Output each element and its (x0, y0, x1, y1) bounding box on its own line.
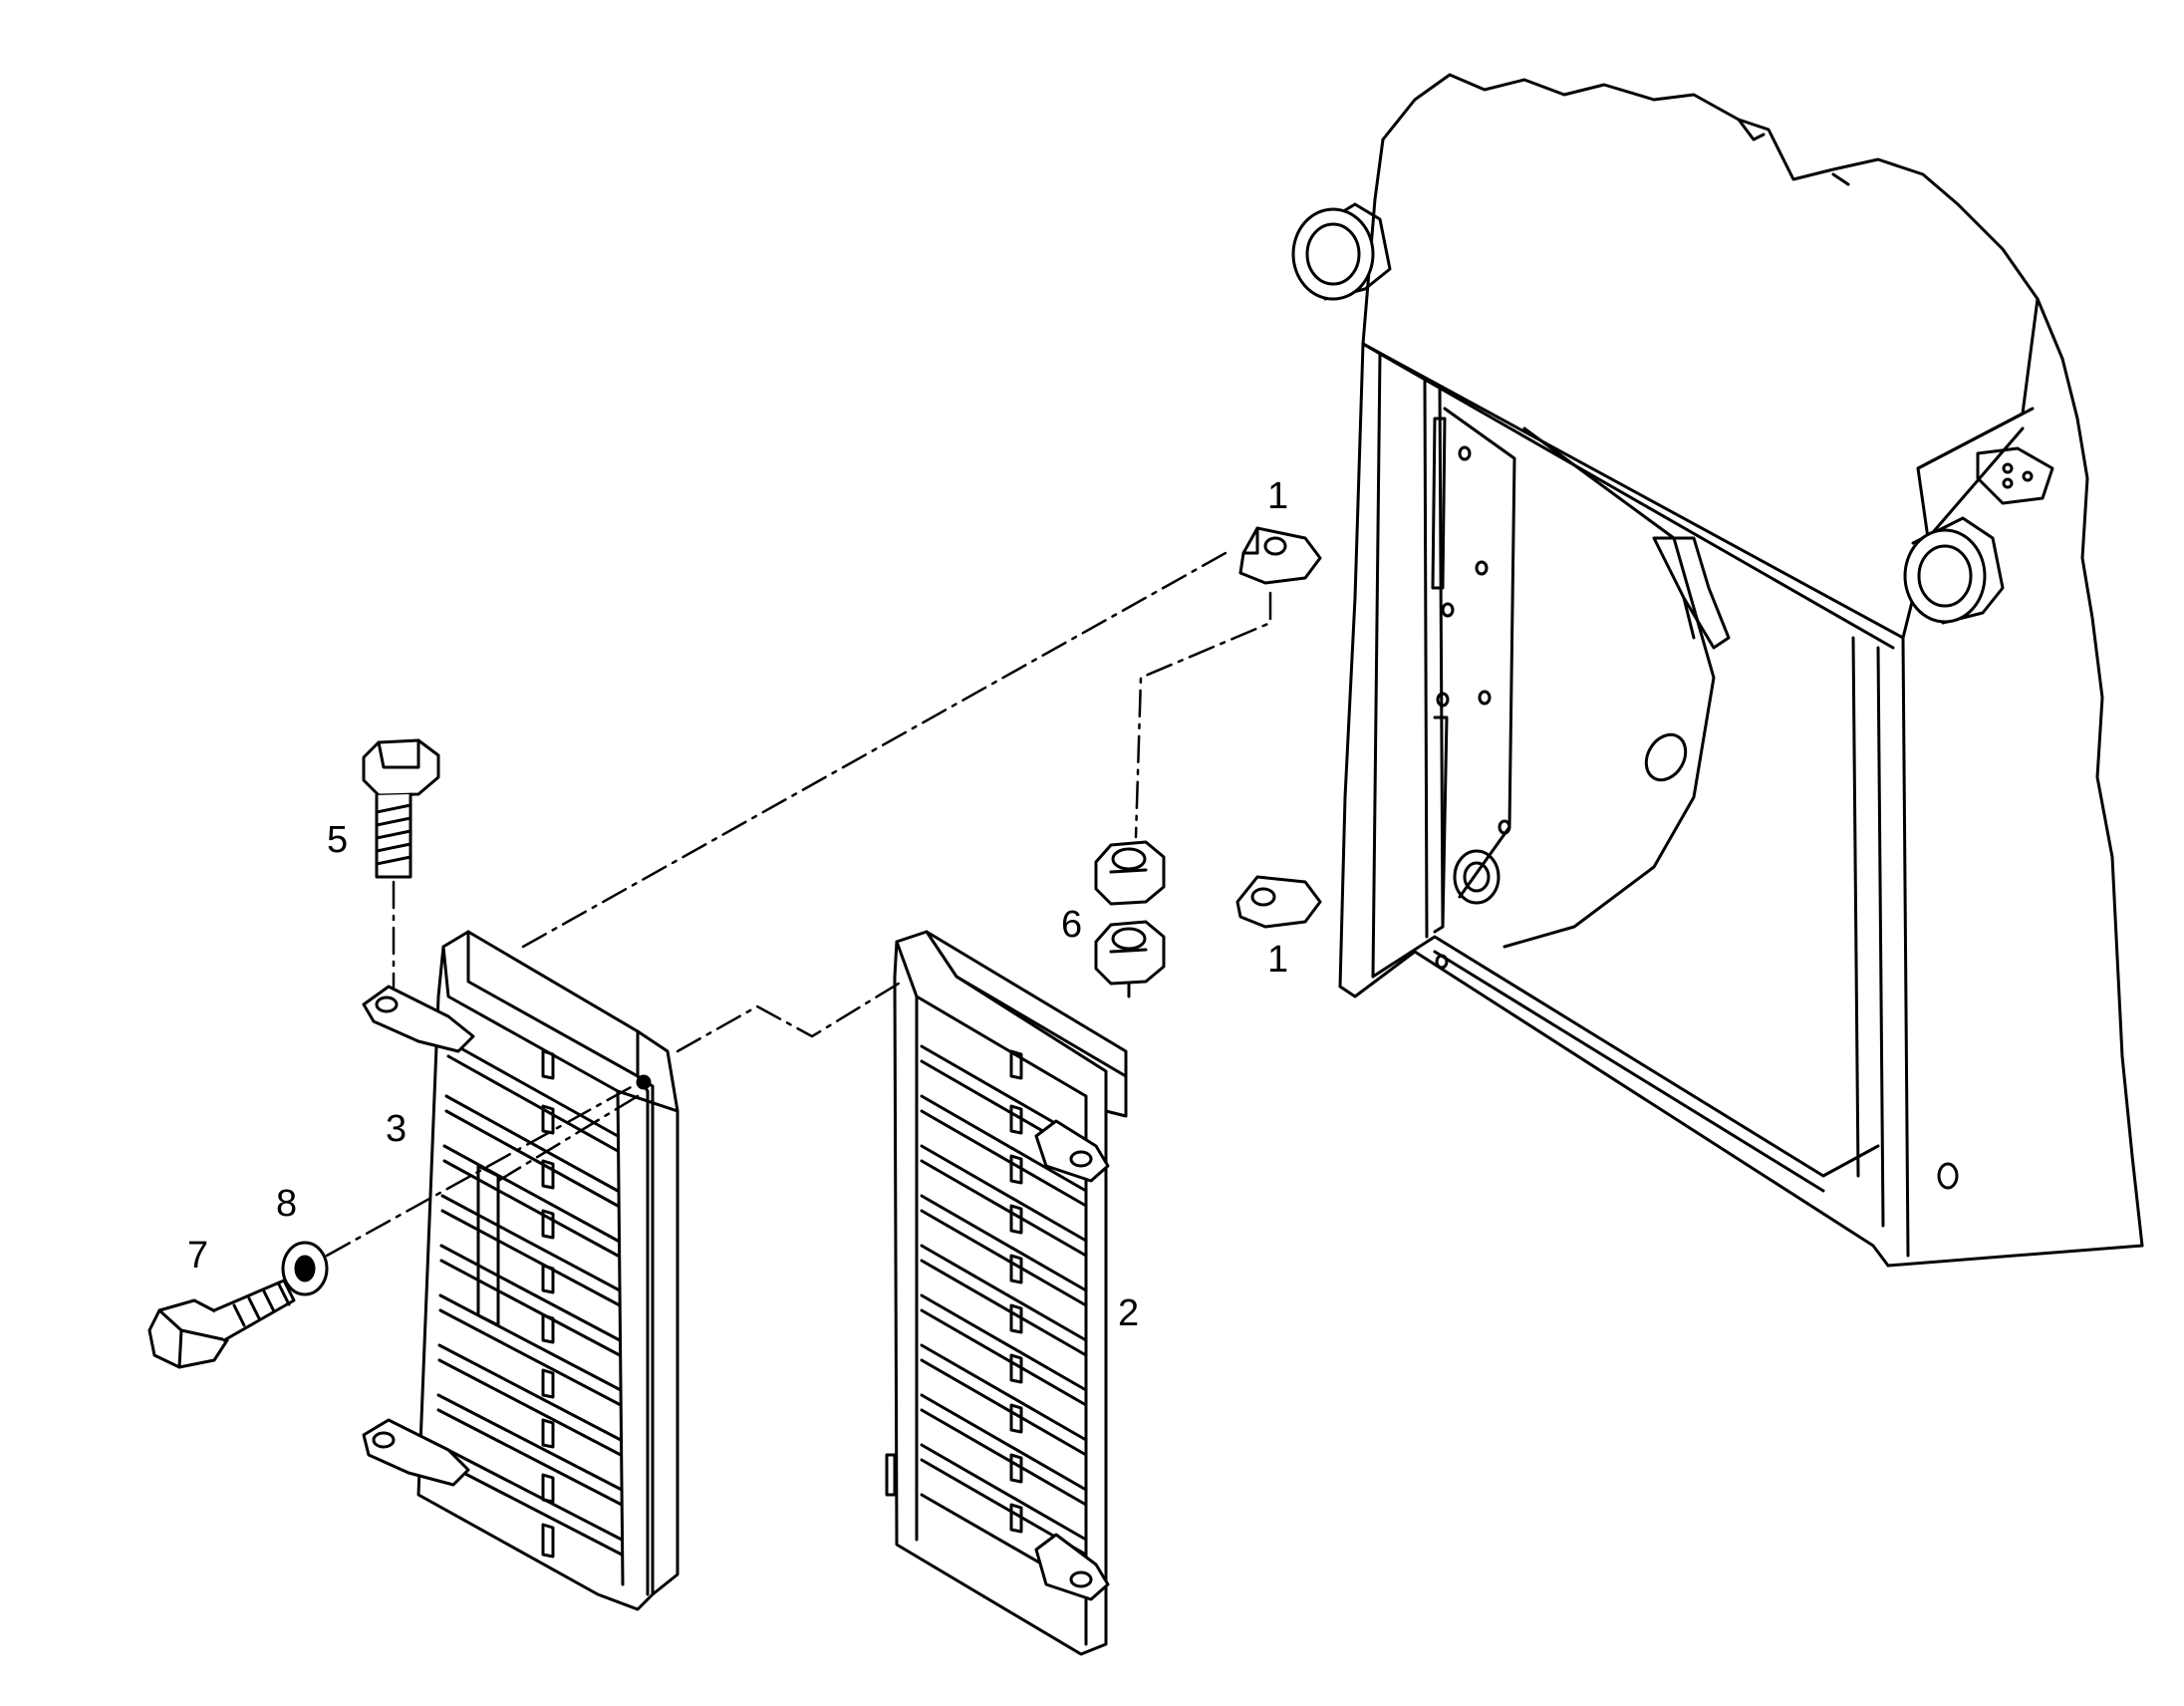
radiator-frame (1291, 73, 2144, 1268)
grille-left-louvers (436, 1039, 624, 1559)
hex-bolt-vertical (362, 738, 440, 879)
callout-6: 6 (1061, 904, 1082, 946)
callout-5: 5 (327, 819, 348, 861)
callout-7: 7 (187, 1235, 208, 1277)
callout-3: 3 (386, 1108, 407, 1150)
louvered-grille-right (885, 930, 1128, 1656)
hex-nut-lower (1094, 920, 1166, 998)
leader-lines (325, 551, 1272, 1258)
callout-labels: 1 1 2 3 5 6 7 8 (187, 475, 1288, 1334)
mounting-tab-upper (1238, 526, 1322, 585)
washer (281, 1241, 329, 1296)
mounting-tab-lower (1235, 875, 1322, 929)
grille-right-louvers (920, 1044, 1088, 1591)
hex-nut-upper (1094, 840, 1166, 906)
callout-1-lower: 1 (1267, 939, 1288, 981)
callout-8: 8 (276, 1183, 297, 1225)
hex-bolt-horizontal (147, 1279, 296, 1369)
louvered-grille-left (362, 930, 680, 1611)
callout-1-upper: 1 (1267, 475, 1288, 517)
callout-2: 2 (1118, 1292, 1139, 1334)
